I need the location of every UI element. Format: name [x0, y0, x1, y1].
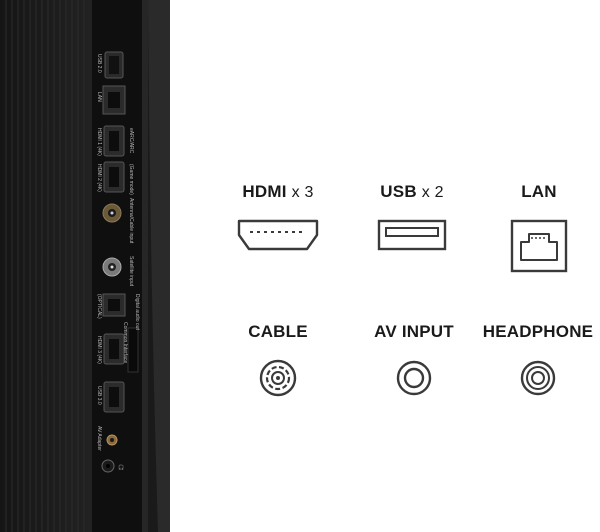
hdmi-count: x 3: [291, 184, 314, 201]
headphone-label: HEADPHONE: [482, 322, 594, 341]
tv-label-usb3: USB 3.0: [96, 386, 102, 405]
usb-label: USB x 2: [380, 182, 443, 202]
hdmi-port-item: HDMI x 3: [225, 182, 331, 252]
tv-ci-slot: [127, 327, 139, 373]
hdmi-port-icon: [237, 219, 319, 251]
usb-count: x 2: [421, 184, 444, 201]
usb-port-item: USB x 2: [362, 182, 462, 252]
tv-label-usb2: USB 2.0: [96, 54, 102, 73]
lan-port-item: LAN: [500, 182, 578, 274]
tv-headphone-glyph: 🎧: [118, 464, 124, 471]
usb-name: USB: [380, 182, 417, 201]
av-jack-icon: [396, 360, 432, 396]
ethernet-port-icon: [510, 219, 568, 273]
av-input-label: AV INPUT: [374, 322, 454, 341]
tv-label-satellite: Satellite input: [128, 256, 134, 287]
tv-label-hdmi1: HDMI 1 (4K): [96, 128, 102, 156]
tv-label-ci: Common Interface: [122, 322, 128, 363]
cable-label: CABLE: [248, 322, 308, 341]
av-input-port-item: AV INPUT: [364, 322, 464, 398]
tv-label-earc: eARC/ARC: [128, 128, 134, 154]
lan-label: LAN: [521, 182, 557, 201]
tv-label-antenna: Antenna/Cable input: [128, 198, 134, 244]
tv-body-ribs: [0, 0, 92, 532]
tv-label-hdmi3: HDMI 3 (4K): [96, 336, 102, 364]
cable-port-item: CABLE: [230, 322, 326, 398]
tv-label-optical: Digital audio out: [134, 294, 140, 330]
tv-label-optical-sub: (OPTICAL): [96, 294, 102, 319]
tv-label-av-adapter: AV Adapter: [96, 426, 102, 451]
tv-label-game: (Game mode): [128, 164, 134, 195]
coax-port-icon: [259, 359, 297, 397]
hdmi-name: HDMI: [242, 182, 287, 201]
tv-label-hdmi2: HDMI 2 (4K): [96, 164, 102, 192]
tv-rear-panel: 🎧 USB 2.0 LAN HDMI 1 (4K) eARC/ARC HDMI …: [0, 0, 170, 532]
tv-label-lan: LAN: [96, 92, 102, 102]
hdmi-label: HDMI x 3: [242, 182, 313, 202]
headphone-jack-icon: [520, 360, 556, 396]
usb-port-icon: [377, 219, 447, 251]
headphone-port-item: HEADPHONE: [476, 322, 600, 398]
